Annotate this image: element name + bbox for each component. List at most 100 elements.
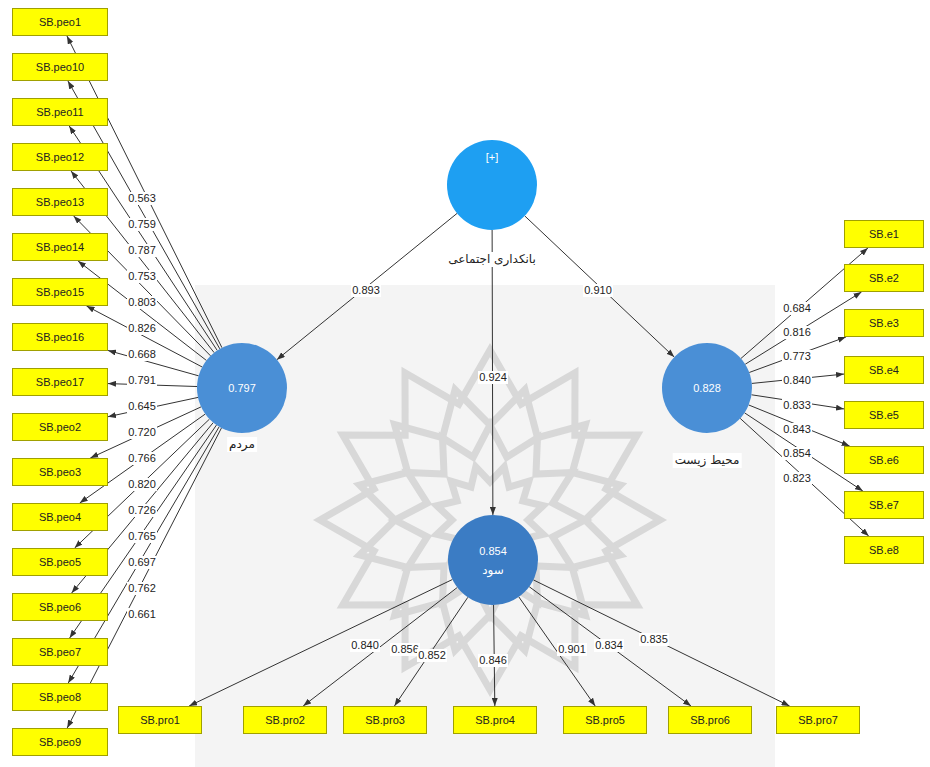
indicator-name: SB.pro1: [140, 714, 180, 726]
indicator-box: SB.peo16: [12, 323, 108, 351]
indicator-box: SB.e5: [844, 401, 924, 429]
indicator-box: SB.peo4: [12, 503, 108, 531]
outer-loading: 0.697: [127, 556, 157, 569]
indicator-name: SB.peo6: [39, 601, 81, 613]
indicator-box: SB.pro4: [453, 706, 537, 734]
outer-loading: 0.854: [782, 447, 812, 460]
outer-loading: 0.726: [127, 504, 157, 517]
path-arrow: [189, 579, 452, 706]
indicator-name: SB.pro3: [365, 714, 405, 726]
path-arrow: [533, 580, 789, 706]
path-arrow: [525, 216, 675, 357]
indicator-box: SB.peo3: [12, 458, 108, 486]
indicator-box: SB.pro6: [668, 706, 752, 734]
outer-loading: 0.840: [350, 639, 380, 652]
indicator-name: SB.peo1: [39, 16, 81, 28]
indicator-box: SB.e3: [844, 309, 924, 337]
path-arrow: [529, 587, 691, 706]
indicator-box: SB.peo7: [12, 638, 108, 666]
indicator-name: SB.peo4: [39, 511, 81, 523]
indicator-name: SB.peo17: [36, 376, 84, 388]
indicator-name: SB.peo5: [39, 556, 81, 568]
indicator-name: SB.peo15: [36, 286, 84, 298]
outer-loading: 0.684: [782, 302, 812, 315]
outer-loading: 0.762: [127, 582, 157, 595]
indicator-name: SB.peo2: [39, 421, 81, 433]
construct-value: [+]: [486, 150, 499, 164]
watermark-rosette: [320, 350, 660, 690]
path-arrow: [108, 397, 198, 416]
rosette-band: [395, 425, 585, 615]
outer-loading: 0.834: [594, 639, 624, 652]
indicator-box: SB.peo15: [12, 278, 108, 306]
construct-circle: 0.797مردم: [197, 343, 287, 433]
path-arrow: [519, 597, 595, 706]
indicator-name: SB.peo12: [36, 151, 84, 163]
construct-name: بانکداری اجتماعی: [446, 252, 538, 267]
indicator-box: SB.e8: [844, 536, 924, 564]
indicator-name: SB.e6: [869, 454, 899, 466]
indicator-name: SB.peo14: [36, 241, 84, 253]
indicator-name: SB.peo3: [39, 466, 81, 478]
outer-loading: 0.645: [127, 400, 157, 413]
indicator-name: SB.e4: [869, 364, 899, 376]
construct-circle: [+]بانکداری اجتماعی: [447, 140, 537, 230]
indicator-box: SB.e2: [844, 264, 924, 292]
indicator-box: SB.peo6: [12, 593, 108, 621]
indicator-box: SB.peo5: [12, 548, 108, 576]
outer-loading: 0.765: [127, 530, 157, 543]
indicator-name: SB.peo8: [39, 691, 81, 703]
outer-loading: 0.820: [127, 478, 157, 491]
indicator-box: SB.e1: [844, 220, 924, 248]
indicator-name: SB.e7: [869, 499, 899, 511]
indicator-box: SB.e6: [844, 446, 924, 474]
outer-loading: 0.661: [127, 608, 157, 621]
outer-loading: 0.816: [782, 326, 812, 339]
indicator-box: SB.peo17: [12, 368, 108, 396]
construct-circle: 0.854سود: [448, 515, 538, 605]
outer-loading: 0.901: [557, 643, 587, 656]
indicator-name: SB.peo10: [36, 61, 84, 73]
indicator-box: SB.peo11: [12, 98, 108, 126]
outer-loading: 0.791: [127, 374, 157, 387]
path-coefficient: 0.924: [478, 371, 508, 384]
indicator-name: SB.e2: [869, 272, 899, 284]
outer-loading: 0.787: [127, 244, 157, 257]
rosette-band: [320, 350, 660, 690]
indicator-box: SB.peo13: [12, 188, 108, 216]
rosette-band: [360, 390, 621, 651]
indicator-name: SB.peo13: [36, 196, 84, 208]
indicator-name: SB.e1: [869, 228, 899, 240]
indicator-box: SB.peo8: [12, 683, 108, 711]
outer-loading: 0.668: [127, 348, 157, 361]
outer-loading: 0.773: [782, 350, 812, 363]
indicator-box: SB.peo1: [12, 8, 108, 36]
indicator-name: SB.peo16: [36, 331, 84, 343]
outer-loading: 0.826: [127, 322, 157, 335]
construct-value: 0.854: [479, 544, 507, 558]
construct-value: 0.828: [693, 381, 721, 395]
indicator-name: SB.pro2: [265, 714, 305, 726]
indicator-box: SB.peo2: [12, 413, 108, 441]
indicator-box: SB.pro3: [343, 706, 427, 734]
indicator-box: SB.e7: [844, 491, 924, 519]
outer-loading: 0.720: [127, 426, 157, 439]
indicator-box: SB.peo12: [12, 143, 108, 171]
outer-loading: 0.563: [127, 192, 157, 205]
indicator-box: SB.pro7: [776, 706, 860, 734]
outer-loading: 0.846: [478, 654, 508, 667]
indicator-box: SB.peo9: [12, 728, 108, 756]
indicator-box: SB.pro1: [118, 706, 202, 734]
indicator-name: SB.e5: [869, 409, 899, 421]
construct-name: مردم: [227, 437, 257, 452]
indicator-box: SB.pro5: [563, 706, 647, 734]
path-arrow: [749, 337, 846, 372]
indicator-name: SB.e3: [869, 317, 899, 329]
construct-name: محیط زیست: [673, 453, 742, 468]
indicator-name: SB.peo11: [36, 106, 84, 118]
path-arrow: [277, 213, 457, 359]
indicator-box: SB.pro2: [243, 706, 327, 734]
indicator-box: SB.e4: [844, 356, 924, 384]
outer-loading: 0.803: [127, 296, 157, 309]
watermark-ground: [195, 285, 775, 767]
